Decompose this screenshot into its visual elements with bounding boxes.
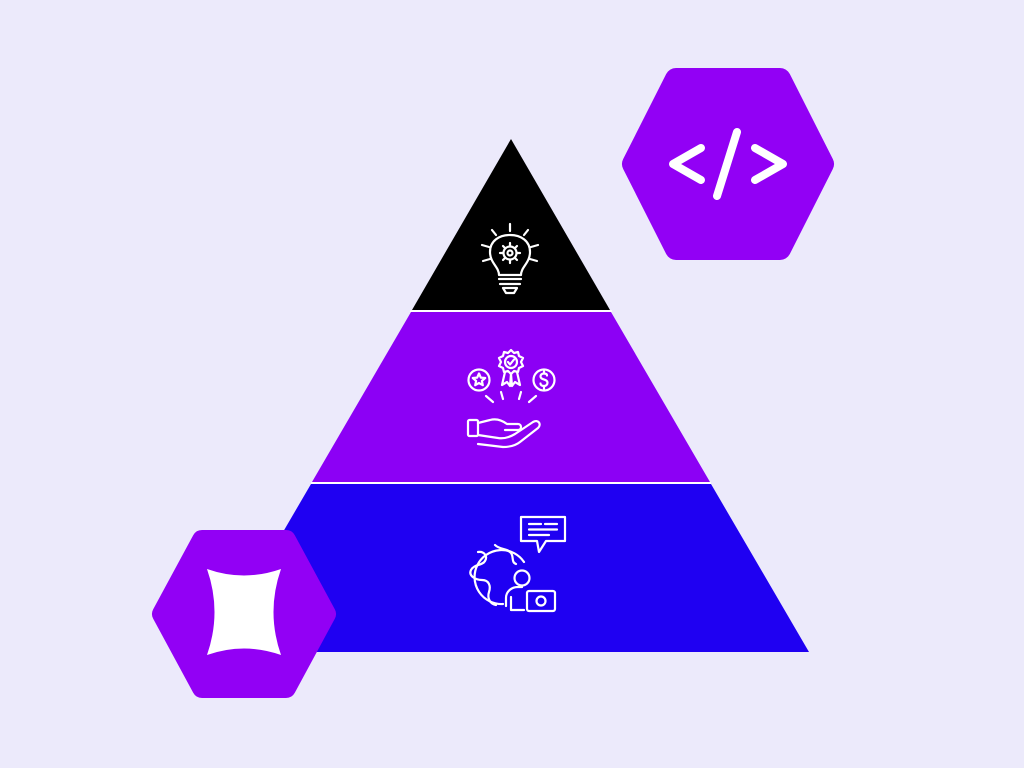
pyramid-tier-middle bbox=[312, 312, 710, 482]
pyramid-tier-bottom bbox=[213, 484, 809, 652]
lightbulb-gear-icon bbox=[480, 222, 540, 295]
code-brackets-icon bbox=[669, 128, 787, 200]
star-badge bbox=[152, 530, 336, 698]
hand-rewards-icon bbox=[466, 348, 556, 449]
code-badge bbox=[622, 68, 834, 260]
globe-remote-worker-icon bbox=[469, 515, 567, 613]
four-point-star-icon bbox=[207, 569, 281, 655]
